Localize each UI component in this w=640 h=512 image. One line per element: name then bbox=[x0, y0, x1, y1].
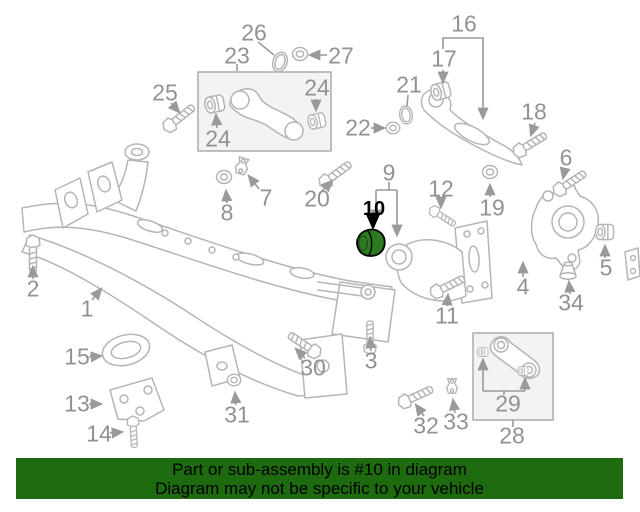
inset-bushing-left bbox=[477, 347, 489, 357]
highlighted-part-10-bushing bbox=[356, 212, 386, 257]
part-label-14-13: 14 bbox=[86, 420, 112, 447]
part-label-7-6: 7 bbox=[259, 184, 273, 211]
bolt-14 bbox=[126, 414, 141, 449]
part-label-21-20: 21 bbox=[396, 71, 422, 98]
part-label-24-23: 24 bbox=[205, 125, 231, 152]
bolt-25 bbox=[159, 100, 199, 136]
part-label-8-7: 8 bbox=[220, 199, 234, 226]
part-label-23-22: 23 bbox=[224, 42, 250, 69]
mount-cover-and-bracket bbox=[101, 333, 165, 422]
part-label-1-0: 1 bbox=[80, 295, 94, 322]
part-label-3-2: 3 bbox=[364, 347, 378, 374]
part-label-13-12: 13 bbox=[64, 390, 90, 417]
part-label-22-21: 22 bbox=[345, 114, 371, 141]
lower-control-arm bbox=[420, 89, 523, 166]
bolt-32 bbox=[394, 381, 436, 412]
banner-line-2: Diagram may not be specific to your vehi… bbox=[155, 478, 484, 498]
part-label-12-11: 12 bbox=[428, 175, 454, 202]
bolt-12 bbox=[426, 203, 459, 230]
nut-19 bbox=[481, 164, 499, 180]
part-label-18-17: 18 bbox=[521, 98, 547, 125]
part-label-24-24: 24 bbox=[304, 74, 330, 101]
part-label-32-32: 32 bbox=[413, 412, 439, 439]
nut-8 bbox=[215, 169, 233, 185]
part-label-33-33: 33 bbox=[443, 408, 469, 435]
bushing-5 bbox=[594, 223, 615, 241]
bushing-24-right bbox=[306, 111, 328, 131]
subframe-crossmember bbox=[21, 143, 396, 399]
part-label-10-9: 10 bbox=[362, 198, 386, 220]
nut-31 bbox=[226, 373, 242, 387]
bushing-24-left bbox=[202, 93, 227, 115]
highlight-banner: Part or sub-assembly is #10 in diagram D… bbox=[16, 458, 623, 499]
part-label-29-29: 29 bbox=[495, 390, 521, 417]
part-label-4-3: 4 bbox=[516, 273, 530, 300]
bolt-18 bbox=[509, 128, 550, 161]
part-label-17-16: 17 bbox=[431, 45, 457, 72]
part-label-34-34: 34 bbox=[558, 289, 584, 316]
part-label-27-27: 27 bbox=[328, 42, 354, 69]
part-label-26-26: 26 bbox=[241, 19, 267, 46]
part-label-19-18: 19 bbox=[479, 194, 505, 221]
clip-33 bbox=[445, 378, 459, 394]
banner-line-1: Part or sub-assembly is #10 in diagram bbox=[172, 459, 467, 479]
upper-control-arm bbox=[228, 88, 304, 141]
part-label-9-8: 9 bbox=[382, 159, 396, 186]
part-label-28-28: 28 bbox=[499, 422, 525, 449]
part-label-31-31: 31 bbox=[224, 401, 250, 428]
part-label-5-4: 5 bbox=[599, 254, 613, 281]
part-label-30-30: 30 bbox=[300, 354, 326, 381]
part-label-20-19: 20 bbox=[304, 185, 330, 212]
part-label-6-5: 6 bbox=[559, 144, 573, 171]
inset-bushing-right bbox=[517, 366, 529, 376]
part-label-11-10: 11 bbox=[435, 302, 459, 329]
nut-22 bbox=[385, 121, 401, 135]
knuckle bbox=[530, 181, 640, 281]
nut-27 bbox=[291, 46, 309, 62]
oring-21 bbox=[397, 104, 415, 126]
part-label-2-1: 2 bbox=[26, 275, 40, 302]
clip-7 bbox=[233, 155, 251, 177]
part-label-15-14: 15 bbox=[64, 343, 90, 370]
part-label-16-15: 16 bbox=[451, 10, 477, 37]
part-label-25-25: 25 bbox=[152, 79, 178, 106]
